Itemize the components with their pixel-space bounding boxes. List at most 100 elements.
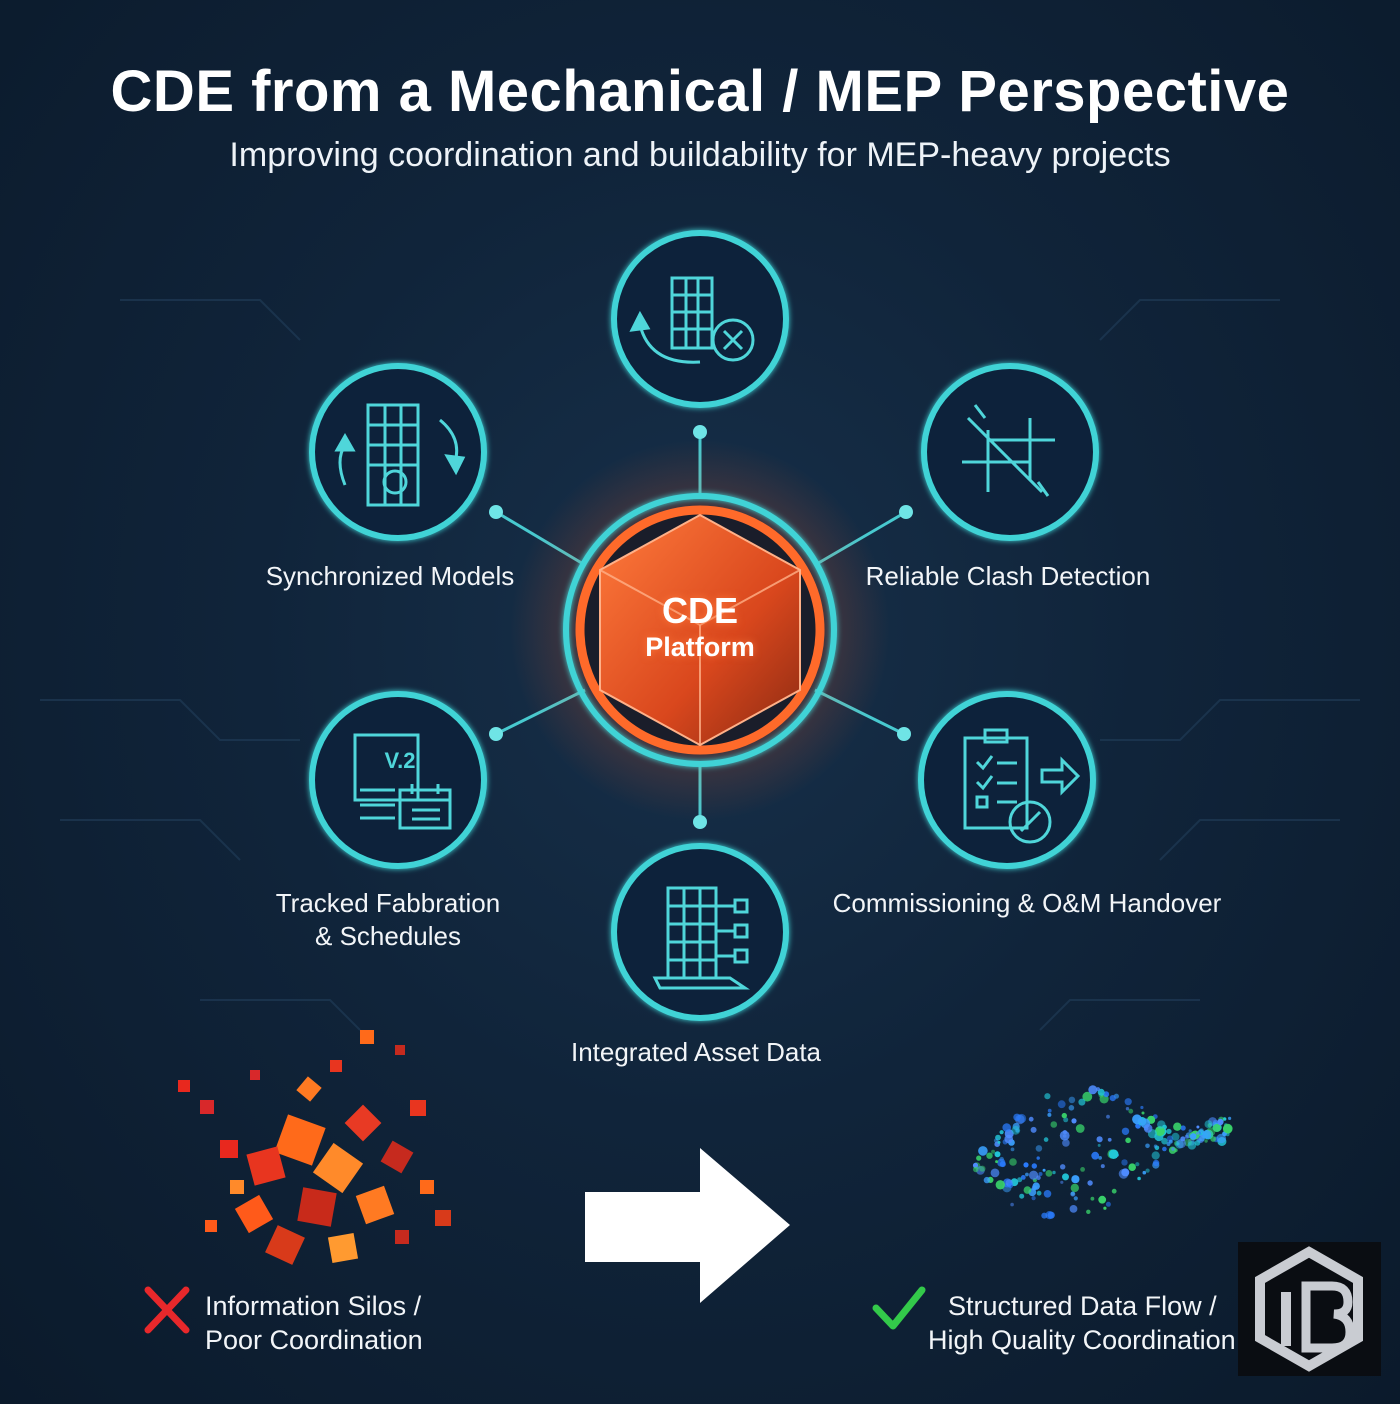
data-particle [1105, 1201, 1111, 1207]
data-particle [1007, 1182, 1014, 1189]
data-particle [1125, 1137, 1131, 1144]
after-label-2: High Quality Coordination [928, 1325, 1236, 1355]
data-particle [1168, 1139, 1173, 1144]
data-particle [1073, 1196, 1078, 1201]
data-particle [1153, 1144, 1158, 1148]
data-particle [1121, 1159, 1128, 1166]
data-particle [1223, 1123, 1233, 1134]
data-particle [1047, 1108, 1052, 1113]
data-particle [1090, 1196, 1095, 1201]
data-particle [986, 1152, 993, 1159]
data-particle [1069, 1205, 1078, 1213]
data-particle [1128, 1108, 1134, 1114]
before-label-1: Information Silos / [205, 1291, 422, 1321]
node-label-synchronized-models: Synchronized Models [265, 561, 515, 591]
data-particle [1025, 1172, 1029, 1177]
data-particle [1151, 1151, 1160, 1160]
data-particle [1082, 1091, 1093, 1102]
data-particle [1030, 1126, 1037, 1133]
data-particle [1062, 1173, 1069, 1181]
data-particle [1062, 1139, 1070, 1147]
data-particle [1043, 1137, 1049, 1142]
red-cross-icon [144, 1286, 190, 1334]
data-particle [1071, 1118, 1077, 1124]
data-particle [1060, 1180, 1064, 1184]
data-particle [1010, 1202, 1014, 1207]
data-particle [1166, 1128, 1172, 1135]
data-particle [1041, 1212, 1048, 1219]
data-particle [994, 1151, 1001, 1158]
data-particle [1042, 1168, 1046, 1172]
data-particle [1002, 1123, 1011, 1132]
structured-data-cluster [972, 1085, 1233, 1220]
data-particle [995, 1180, 1005, 1190]
data-particle [1035, 1145, 1043, 1152]
data-particle [1029, 1170, 1039, 1180]
page-title: CDE from a Mechanical / MEP Perspective [110, 59, 1290, 124]
data-particle [997, 1158, 1006, 1167]
data-particle [995, 1160, 999, 1164]
data-particle [1060, 1164, 1066, 1170]
data-particle [1121, 1168, 1130, 1177]
data-particle [1228, 1116, 1232, 1120]
data-particle [1011, 1125, 1021, 1135]
data-particle [1050, 1121, 1058, 1128]
data-particle [1086, 1209, 1091, 1215]
building-sync-icon [334, 403, 466, 507]
data-particle [1171, 1132, 1180, 1141]
data-particle [1028, 1116, 1034, 1122]
data-particle [1098, 1195, 1107, 1204]
data-particle [1097, 1143, 1101, 1147]
data-particle [1145, 1143, 1150, 1149]
data-particle [1196, 1125, 1200, 1129]
before-label-2: Poor Coordination [205, 1325, 423, 1355]
data-particle [1210, 1136, 1217, 1142]
data-particle [1036, 1190, 1042, 1196]
data-particle [1057, 1100, 1066, 1109]
data-particle [1045, 1211, 1054, 1220]
building-cross-icon [629, 276, 755, 364]
data-particle [1202, 1130, 1212, 1139]
data-particle [1152, 1159, 1160, 1167]
data-particle [1108, 1149, 1119, 1159]
data-particle [1087, 1180, 1093, 1186]
data-particle [1100, 1164, 1105, 1169]
data-particle [1184, 1134, 1189, 1139]
data-particle [1111, 1188, 1117, 1194]
data-particle [1137, 1176, 1141, 1181]
after-label-1: Structured Data Flow / [948, 1291, 1217, 1321]
data-particle [1070, 1191, 1076, 1197]
data-particle [1145, 1168, 1150, 1173]
hub-label-line1: CDE [661, 590, 738, 631]
data-particle [1009, 1158, 1017, 1166]
data-particle [1017, 1113, 1027, 1124]
data-particle [1216, 1133, 1227, 1144]
data-particle [1063, 1117, 1069, 1123]
data-particle [1135, 1162, 1140, 1167]
data-particle [1140, 1105, 1144, 1110]
brand-logo-icon [1255, 1246, 1363, 1372]
clipboard-wrench-icon [963, 728, 1081, 844]
node-label-fabrication-2: & Schedules [315, 921, 461, 951]
data-particle [983, 1176, 991, 1184]
data-particle [1091, 1151, 1100, 1160]
data-particle [1080, 1167, 1085, 1172]
data-particle [999, 1130, 1004, 1135]
data-particle [1070, 1183, 1080, 1193]
data-particle [997, 1140, 1001, 1144]
data-particle [1142, 1170, 1147, 1175]
hub-label-line2: Platform [645, 632, 755, 662]
clash-lines-icon [962, 404, 1055, 497]
data-particle [1204, 1139, 1208, 1143]
data-particle [1107, 1137, 1112, 1142]
data-particle [1125, 1107, 1130, 1111]
data-particle [1019, 1193, 1025, 1199]
node-label-fabrication-1: Tracked Fabbration [275, 888, 501, 918]
data-particle [1109, 1095, 1116, 1102]
node-label-commissioning: Commissioning & O&M Handover [832, 888, 1222, 918]
data-particle [1161, 1137, 1168, 1145]
data-particle [1023, 1162, 1029, 1168]
data-particle [1036, 1156, 1040, 1160]
data-particle [1143, 1124, 1153, 1133]
data-particle [1031, 1163, 1038, 1169]
